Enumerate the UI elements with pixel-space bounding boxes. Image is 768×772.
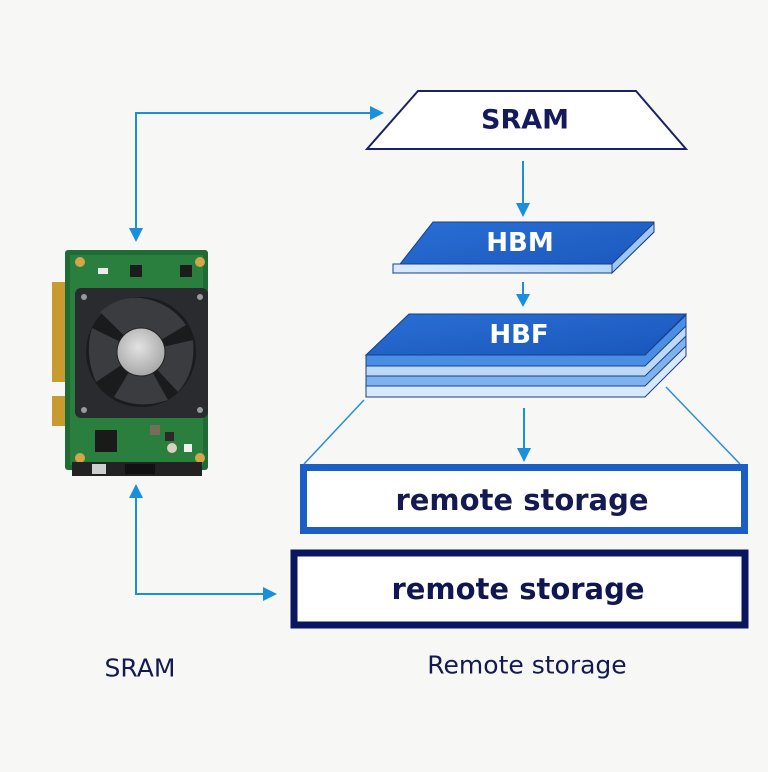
arrowhead-up-icon — [129, 484, 143, 498]
edge-card-sram — [129, 106, 384, 242]
sram-trapezoid — [364, 90, 689, 150]
remote-storage-box-2 — [290, 549, 749, 629]
connector-line — [135, 492, 263, 595]
arrowhead-down-icon — [129, 228, 143, 242]
hbm-label: HBM — [486, 228, 554, 258]
connector-line — [135, 112, 370, 238]
fan-icon — [86, 297, 196, 407]
arrowhead-right-icon — [263, 587, 277, 601]
arrowhead-down-icon — [517, 448, 531, 462]
remote-storage-label-2: remote storage — [391, 572, 645, 606]
hbf-label: HBF — [489, 320, 549, 350]
arrowhead-right-icon — [370, 106, 384, 120]
remote-storage-label-1: remote storage — [395, 483, 649, 517]
hbm-slab — [391, 221, 655, 275]
card-edge-connector — [52, 282, 66, 382]
arrowhead-down-icon — [516, 203, 530, 217]
remote-storage-box-1 — [300, 464, 748, 534]
sram-label: SRAM — [480, 104, 570, 136]
accelerator-card — [52, 250, 208, 476]
hbf-stack — [364, 313, 688, 398]
hbf-connector-right — [665, 386, 741, 465]
caption-remote-storage: Remote storage — [427, 650, 627, 680]
caption-sram: SRAM — [104, 653, 176, 683]
hbf-connector-left — [303, 399, 365, 465]
edge-card-remote — [129, 484, 277, 601]
arrowhead-down-icon — [516, 294, 530, 307]
